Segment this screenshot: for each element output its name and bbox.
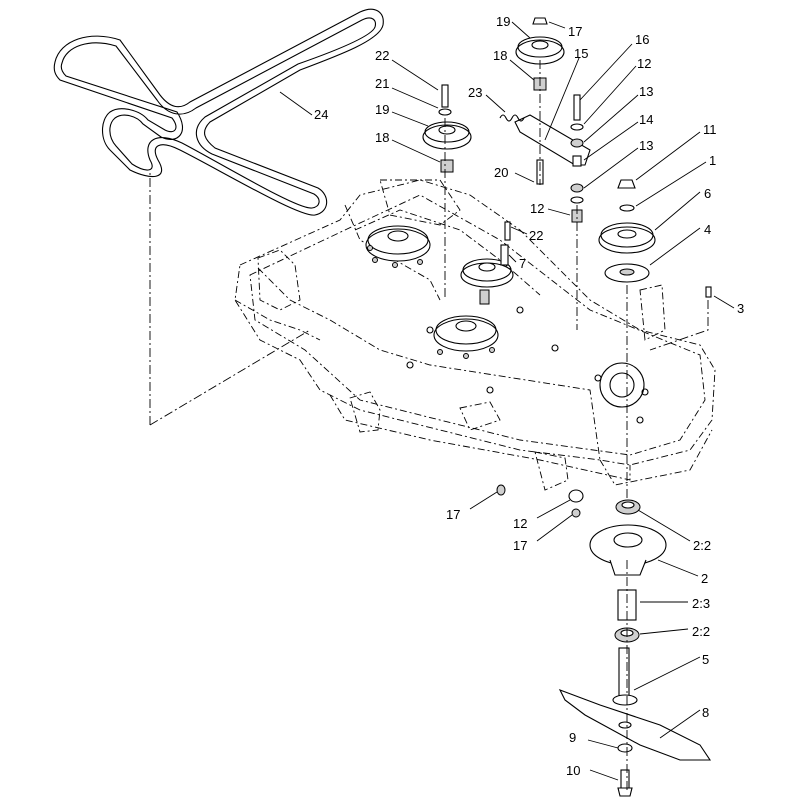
washer-1 (619, 204, 635, 212)
bolt-22-deck (504, 221, 511, 241)
washer-21 (438, 108, 452, 116)
washer-9 (617, 743, 633, 753)
pulley-19-mid (422, 121, 472, 150)
callout-5: 5 (702, 652, 709, 667)
callout-17-lower: 17 (513, 538, 527, 553)
bolt-22 (441, 84, 449, 108)
washer-12-lower (568, 489, 584, 503)
callout-15: 15 (574, 46, 588, 61)
spring-23 (499, 114, 525, 122)
callout-22-top: 22 (375, 48, 389, 63)
pulley-6 (598, 222, 656, 254)
nut-11 (617, 179, 636, 189)
callout-3: 3 (737, 301, 744, 316)
idler-pulley-19-lower (460, 258, 514, 305)
callout-12-lower: 12 (513, 516, 527, 531)
stud-7 (500, 244, 509, 266)
callout-24: 24 (314, 107, 328, 122)
spacer-18-mid (440, 159, 454, 173)
callout-14: 14 (639, 112, 653, 127)
callout-labels: 19 17 22 18 15 16 21 12 24 23 13 19 14 1… (314, 14, 744, 778)
callout-18-top: 18 (493, 48, 507, 63)
bearing-2-2-top (615, 499, 641, 515)
bolt-16 (573, 94, 581, 121)
callout-10: 10 (566, 763, 580, 778)
callout-19-top: 19 (496, 14, 510, 29)
pulley-19-top (515, 36, 565, 65)
washer-13-a (570, 138, 584, 148)
callout-6: 6 (704, 186, 711, 201)
callout-16: 16 (635, 32, 649, 47)
mower-deck (149, 170, 716, 491)
nut-17-b (496, 484, 506, 496)
callout-2-2-bottom: 2:2 (692, 624, 710, 639)
callout-4: 4 (704, 222, 711, 237)
callout-13-a: 13 (639, 84, 653, 99)
spindle-housing-2 (589, 524, 667, 576)
bushing-14 (572, 155, 582, 167)
washer-12-b (570, 196, 584, 204)
bolt-10 (617, 769, 633, 797)
spindle-shaft-5 (612, 647, 638, 706)
washer-13-b (570, 183, 584, 193)
callout-2: 2 (701, 571, 708, 586)
idler-arm-15 (514, 114, 591, 166)
callout-2-3: 2:3 (692, 596, 710, 611)
leader-lines (279, 21, 735, 781)
callout-1: 1 (709, 153, 716, 168)
axis-line-bolt3 (649, 300, 709, 351)
bolt-3 (705, 286, 712, 298)
blade-8 (558, 688, 712, 761)
callout-17-top: 17 (568, 24, 582, 39)
nut-17-c (571, 508, 581, 518)
callout-11: 11 (703, 122, 717, 137)
drive-belt (53, 8, 384, 216)
callout-21: 21 (375, 76, 389, 91)
deck-pulley-center (433, 315, 499, 359)
callout-2-2-top: 2:2 (693, 538, 711, 553)
callout-12-a: 12 (637, 56, 651, 71)
callout-7: 7 (519, 256, 526, 271)
callout-22-deck: 22 (529, 228, 543, 243)
callout-12-b: 12 (530, 201, 544, 216)
callout-13-b: 13 (639, 138, 653, 153)
callout-17-lower-left: 17 (446, 507, 460, 522)
deck-pulley-left (365, 225, 431, 268)
callout-23: 23 (468, 85, 482, 100)
callout-18-mid: 18 (375, 130, 389, 145)
callout-9: 9 (569, 730, 576, 745)
callout-8: 8 (702, 705, 709, 720)
callout-19-mid: 19 (375, 102, 389, 117)
washer-12-a (570, 123, 584, 131)
shield-4 (604, 263, 650, 283)
nut-17-top (532, 17, 548, 25)
callout-20: 20 (494, 165, 508, 180)
